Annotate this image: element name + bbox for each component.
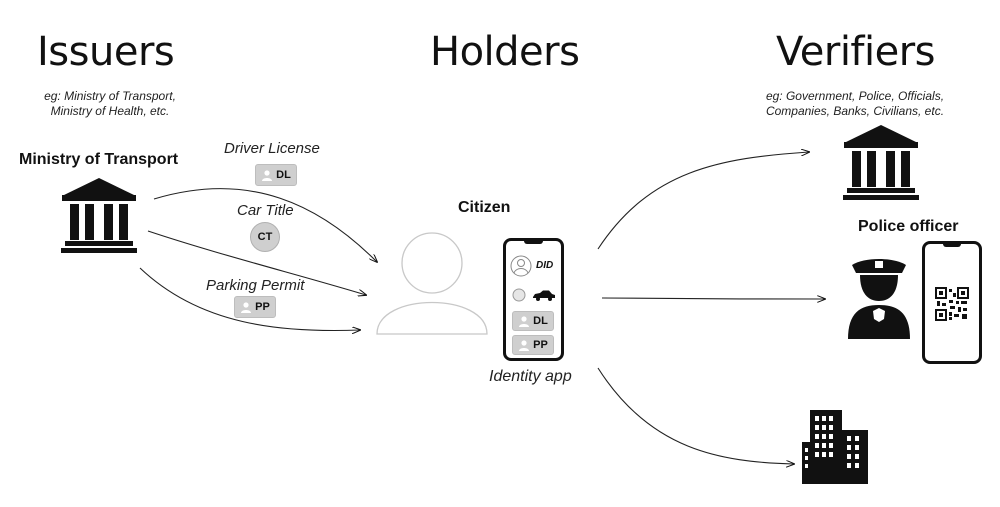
verifiers-title: Verifiers	[776, 29, 936, 75]
phone-notch	[524, 240, 543, 244]
qr-code-phone	[922, 241, 982, 364]
credential-label-car-title: Car Title	[237, 202, 294, 219]
car-title-badge-text: CT	[257, 231, 273, 243]
arrow-to-police	[601, 298, 825, 299]
did-label: DID	[536, 260, 554, 271]
arrow-to-company	[597, 367, 794, 464]
qr-code-icon	[935, 287, 969, 321]
police-officer-label: Police officer	[858, 218, 959, 235]
car-title-mini-icon	[512, 288, 526, 302]
holders-title: Holders	[430, 29, 580, 75]
parking-permit-badge-text: PP	[255, 301, 270, 313]
issuer-name: Ministry of Transport	[19, 151, 179, 168]
identity-app-phone: DID DL PP	[503, 238, 564, 361]
credential-label-parking-permit: Parking Permit	[206, 277, 305, 294]
car-icon	[533, 290, 555, 301]
office-buildings-icon	[802, 410, 868, 484]
arrow-to-government	[597, 152, 809, 250]
car-title-badge: CT	[250, 222, 280, 252]
verifiers-note: eg: Government, Police, Officials, Compa…	[745, 89, 965, 119]
arrow-parking-permit	[139, 267, 360, 331]
verifiers-note-line2: Companies, Banks, Civilians, etc.	[765, 104, 945, 118]
verifier-government-building-icon	[843, 125, 919, 200]
app-badge-pp-text: PP	[533, 339, 548, 351]
issuers-note-line2: Ministry of Health, etc.	[50, 104, 170, 118]
did-avatar-icon	[510, 255, 532, 277]
person-silhouette-icon	[376, 232, 488, 335]
person-mini-icon	[519, 340, 530, 351]
issuers-title: Issuers	[37, 29, 175, 75]
holder-name: Citizen	[458, 199, 511, 216]
issuers-note-line1: eg: Ministry of Transport,	[44, 89, 176, 103]
app-badge-dl-text: DL	[533, 315, 548, 327]
driver-license-badge-text: DL	[276, 169, 291, 181]
arrow-car-title	[147, 230, 366, 295]
person-mini-icon	[519, 316, 530, 327]
credential-label-driver-license: Driver License	[224, 140, 320, 157]
government-building-icon	[61, 178, 137, 253]
verifiers-note-line1: eg: Government, Police, Officials,	[765, 89, 945, 103]
driver-license-badge: DL	[255, 164, 297, 186]
app-badge-driver-license: DL	[512, 311, 554, 331]
phone-notch	[943, 243, 961, 247]
identity-app-caption: Identity app	[489, 368, 572, 385]
app-badge-parking-permit: PP	[512, 335, 554, 355]
arrow-driver-license	[153, 188, 377, 262]
issuers-note: eg: Ministry of Transport, Ministry of H…	[20, 89, 200, 119]
person-mini-icon	[262, 170, 273, 181]
person-mini-icon	[241, 302, 252, 313]
police-officer-icon	[848, 259, 910, 339]
parking-permit-badge: PP	[234, 296, 276, 318]
